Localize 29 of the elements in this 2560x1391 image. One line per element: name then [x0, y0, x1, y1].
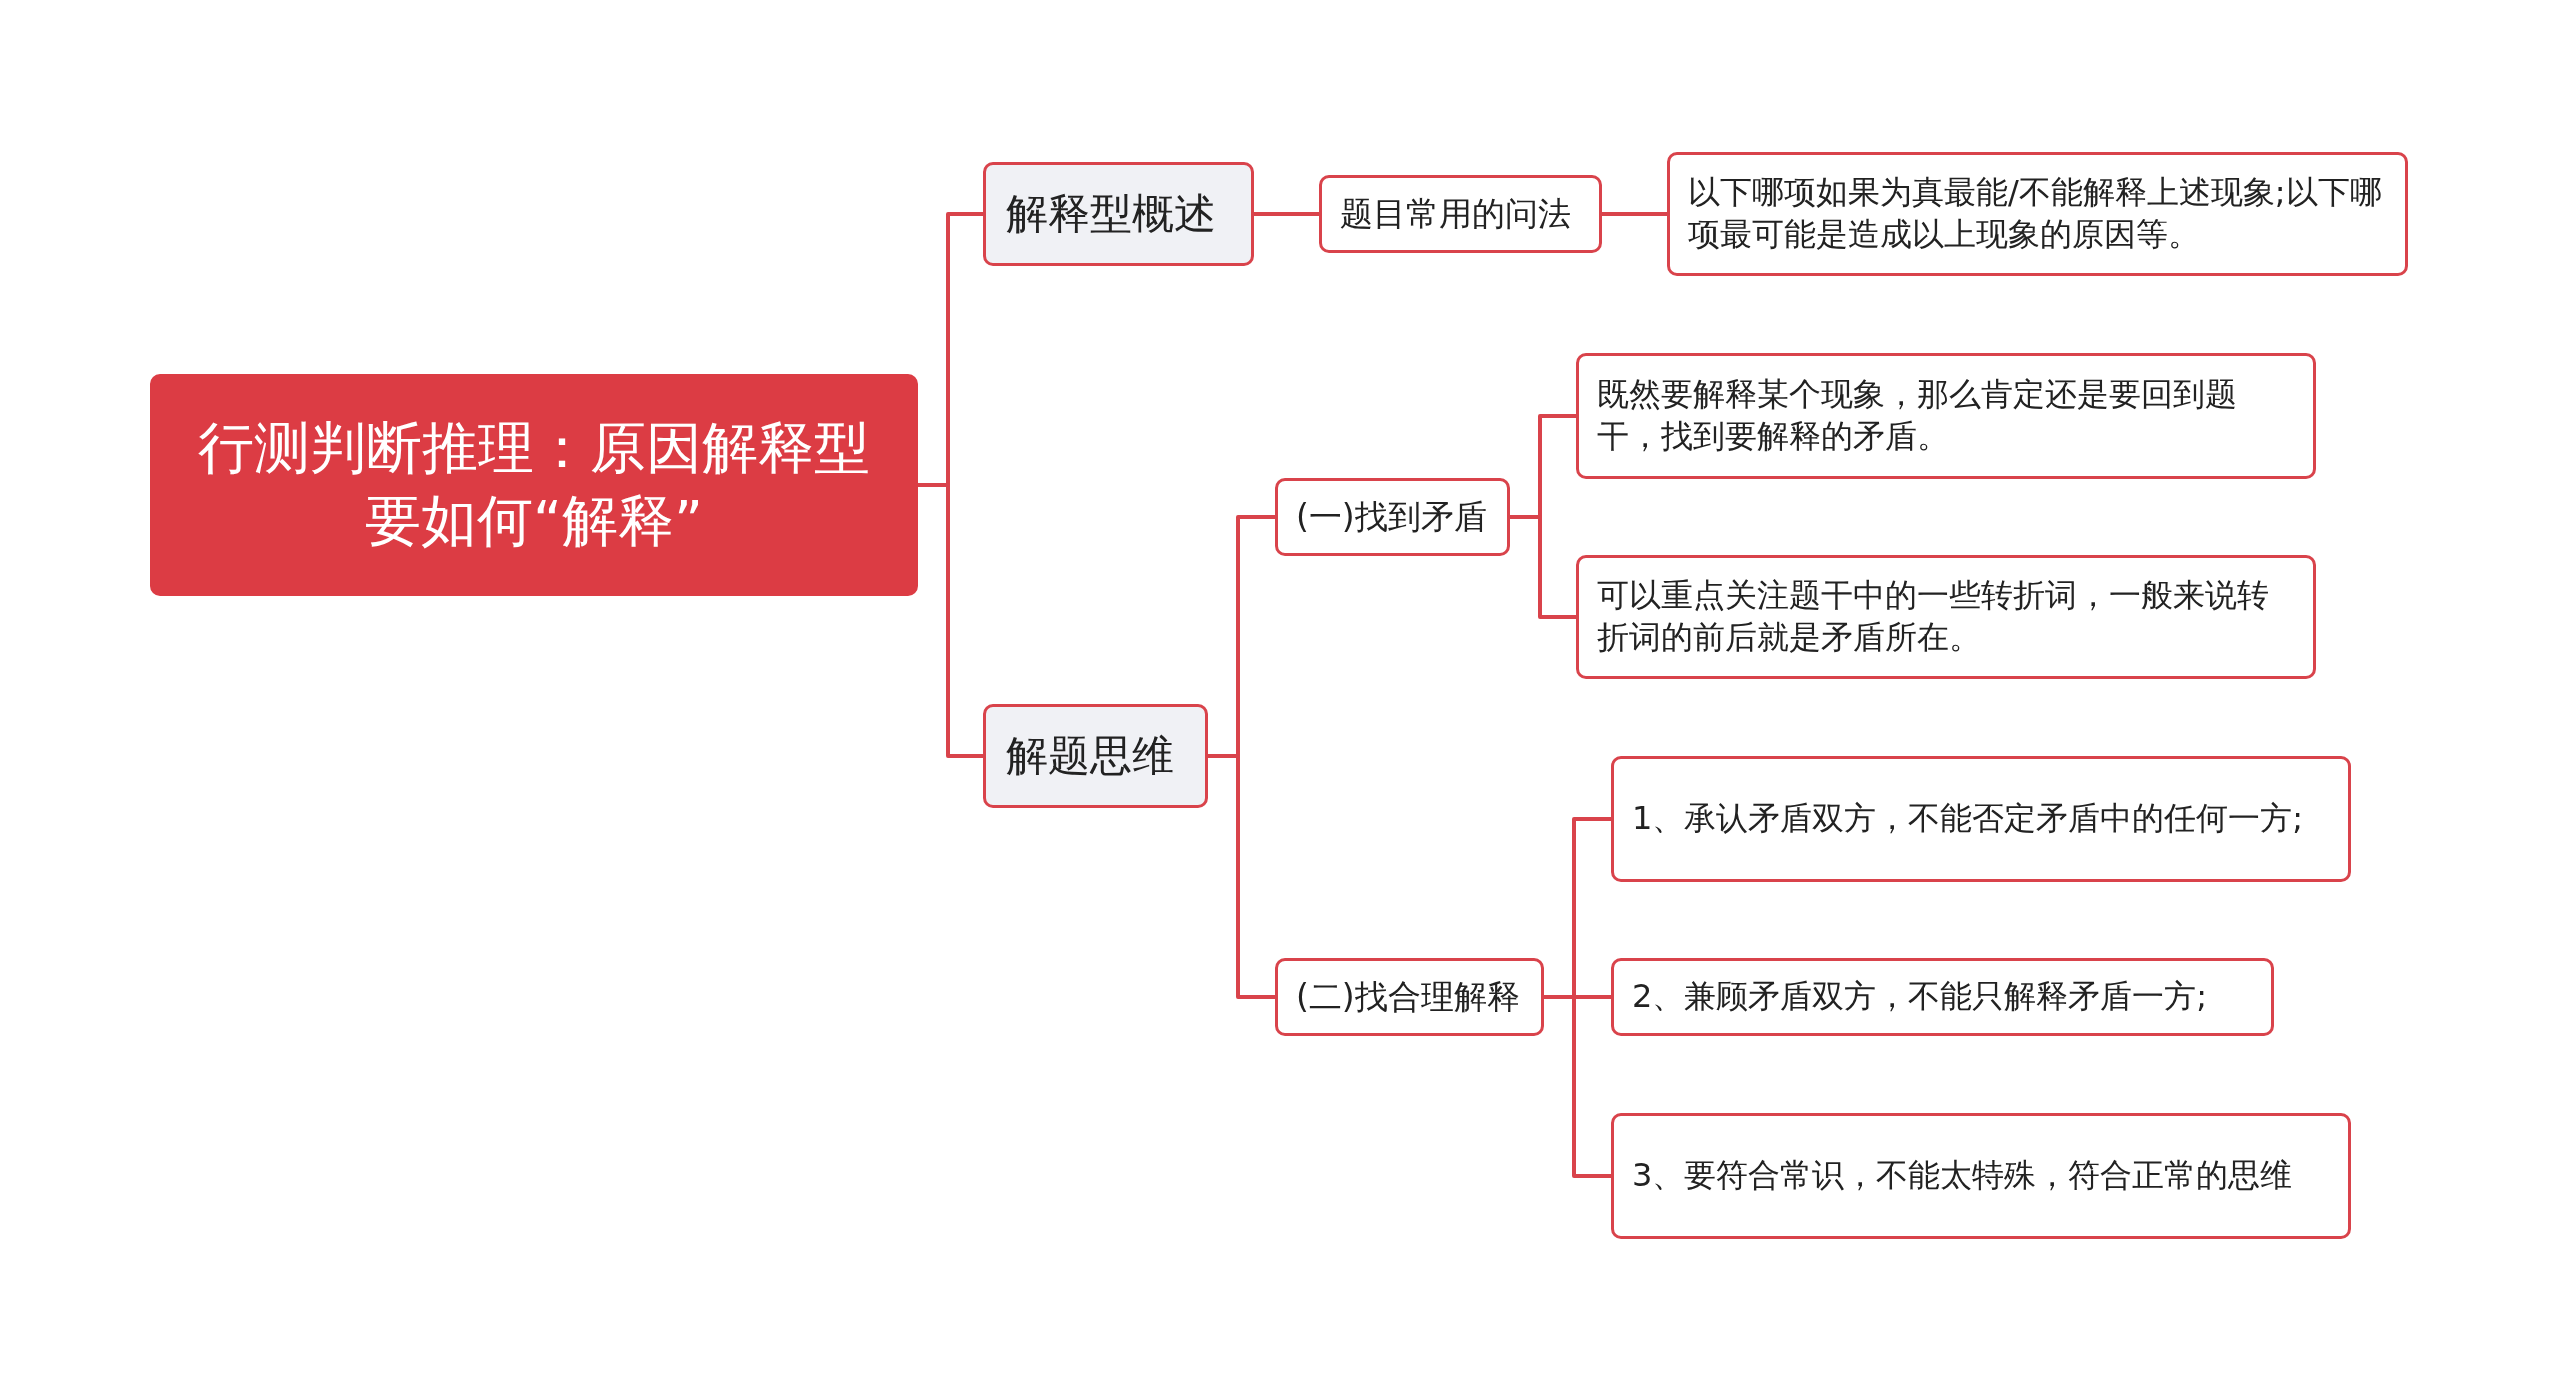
root-topic-box — [150, 374, 918, 596]
detail-box — [1667, 152, 2408, 276]
node-text: 可以重点关注题干中的一些转折词，一般来说转折词的前后就是矛盾所在。 — [1597, 575, 2270, 658]
connector-line — [1254, 212, 1319, 216]
connector-line — [1510, 515, 1576, 619]
node-text: 既然要解释某个现象，那么肯定还是要回到题干，找到要解释的矛盾。 — [1597, 374, 2238, 457]
connector-line — [1208, 754, 1275, 999]
detail-box — [1576, 555, 2316, 679]
node-text: 3、要符合常识，不能太特殊，符合正常的思维 — [1632, 1155, 2293, 1197]
subtopic-box — [1319, 175, 1602, 253]
topic-box — [983, 162, 1254, 266]
detail-box — [1611, 1113, 2351, 1239]
detail-box — [1611, 958, 2274, 1036]
node-text: 以下哪项如果为真最能/不能解释上述现象;以下哪项最可能是造成以上现象的原因等。 — [1688, 172, 2383, 255]
topic-box — [983, 704, 1208, 808]
node-text: (一)找到矛盾 — [1296, 495, 1487, 538]
detail-box — [1576, 353, 2316, 479]
subtopic-box — [1275, 478, 1510, 556]
node-text: 1、承认矛盾双方，不能否定矛盾中的任何一方; — [1632, 798, 2304, 840]
connector-line — [1544, 995, 1611, 1178]
connector-line — [1602, 212, 1667, 216]
node-text: 行测判断推理：原因解释型要如何“解释” — [197, 414, 871, 555]
node-text: 2、兼顾矛盾双方，不能只解释矛盾一方; — [1632, 976, 2208, 1018]
subtopic-box — [1275, 958, 1544, 1036]
node-text: 题目常用的问法 — [1340, 192, 1571, 235]
detail-box — [1611, 756, 2351, 882]
node-text: (二)找合理解释 — [1296, 975, 1520, 1018]
node-text: 解释型概述 — [1006, 187, 1216, 240]
node-text: 解题思维 — [1006, 729, 1174, 782]
